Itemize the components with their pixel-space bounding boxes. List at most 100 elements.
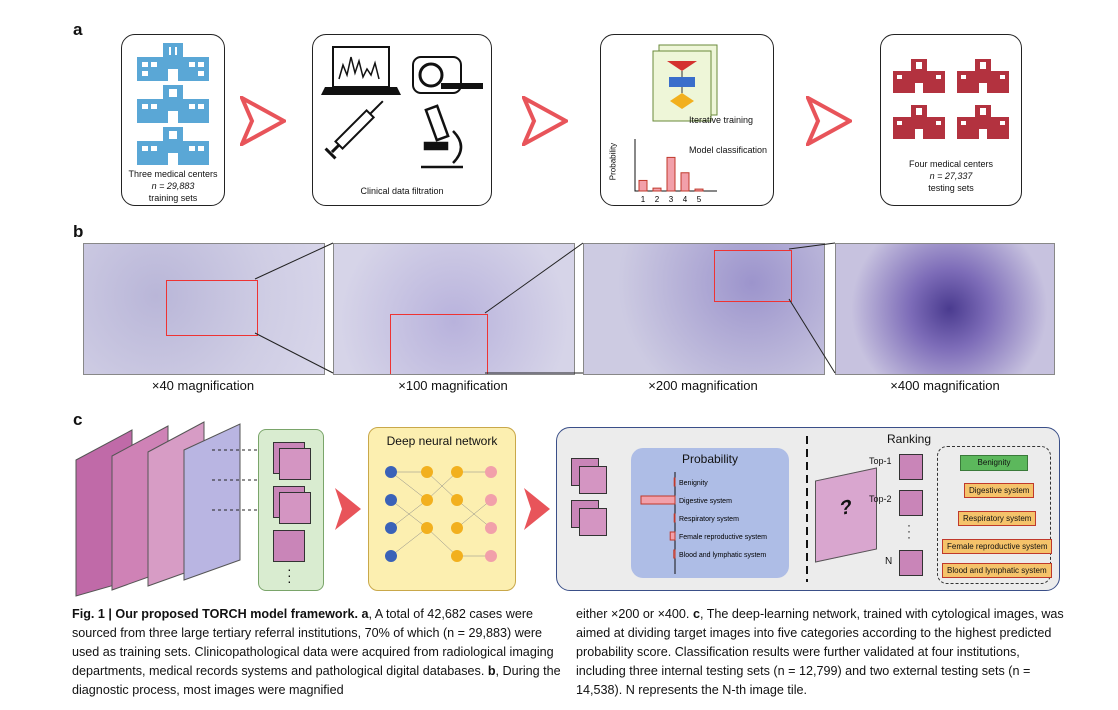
iterative-training-label: Iterative training	[689, 115, 754, 125]
mini-chart-bar	[652, 187, 662, 192]
query-slide: ?	[815, 467, 877, 563]
dnn-title: Deep neural network	[386, 434, 498, 448]
training-box: Iterative training Model classification …	[600, 34, 774, 206]
zoom-region-40x	[166, 280, 258, 336]
testing-sets-label: testing sets	[928, 183, 974, 193]
mag-40x-label: ×40 magnification	[151, 378, 255, 393]
panel-a-label: a	[73, 20, 83, 39]
top1-tile	[899, 454, 923, 480]
prob-chart-category-label: Blood and lymphatic system	[679, 552, 766, 559]
red-hospital-icons	[893, 59, 1009, 139]
rank-tag-female-reproductive: Female reproductive system	[942, 539, 1053, 554]
prob-chart-category-label: Benignity	[679, 480, 708, 487]
zoom-region-100x	[390, 314, 488, 374]
probability-title: Probability	[681, 452, 739, 466]
syringe-icon	[324, 100, 384, 160]
top2-tile	[899, 490, 923, 516]
ranking-ellipsis: ···	[907, 518, 911, 544]
zoom-region-200x	[714, 250, 792, 302]
flow-arrow-3	[806, 96, 852, 146]
panel-c-label: c	[73, 410, 83, 429]
mini-chart-tick-label: 3	[669, 195, 674, 204]
prob-chart-bar	[673, 477, 676, 487]
flow-arrow-1	[240, 96, 286, 146]
micrograph-100x	[333, 243, 575, 375]
clinical-data-caption: Clinical data filtration	[360, 186, 444, 196]
micrograph-400x	[835, 243, 1055, 375]
mini-chart-tick-label: 5	[697, 195, 702, 204]
caption-text-c: , The deep-learning network, trained wit…	[576, 607, 1064, 697]
testing-n: n = 27,337	[929, 171, 973, 181]
micrograph-200x	[583, 243, 825, 375]
prob-chart-bar	[640, 495, 676, 505]
tile-image	[279, 492, 311, 524]
training-centers-box: Three medical centers n = 29,883 trainin…	[121, 34, 225, 206]
caption-text-b-cont: either ×200 or ×400.	[576, 607, 693, 621]
more-tiles-ellipsis: ···	[287, 561, 292, 589]
laptop-icon	[321, 46, 401, 95]
mini-chart-tick-label: 4	[683, 195, 688, 204]
flow-arrow-c2	[524, 488, 550, 530]
category-ranking-box: Benignity Digestive system Respiratory s…	[937, 446, 1053, 584]
training-n: n = 29,883	[151, 181, 195, 191]
flow-arrow-c1	[335, 488, 361, 530]
topN-label: N	[885, 556, 893, 567]
training-centers-label: Three medical centers	[128, 169, 218, 179]
topN-tile	[899, 550, 923, 576]
rank-tag-blood-lymphatic: Blood and lymphatic system	[942, 563, 1052, 578]
tile-image	[579, 466, 607, 494]
prob-chart-bar	[669, 531, 676, 541]
caption-title: Fig. 1 | Our proposed TORCH model framew…	[72, 607, 369, 621]
model-classification-label: Model classification	[689, 145, 768, 155]
rank-tag-benignity: Benignity	[960, 455, 1028, 471]
slide-stack-illustration	[75, 421, 260, 597]
microscope-icon	[421, 104, 463, 169]
mini-chart-tick-label: 1	[641, 195, 646, 204]
caption-b-marker: b	[487, 664, 496, 678]
training-sets-label: training sets	[148, 193, 198, 203]
testing-centers-box: Four medical centers n = 27,337 testing …	[880, 34, 1022, 206]
prob-chart-category-label: Digestive system	[679, 498, 732, 505]
prob-chart-bar	[673, 549, 676, 559]
clinical-icons	[321, 46, 483, 169]
flow-arrow-2	[522, 96, 568, 146]
neural-network-diagram	[385, 466, 497, 562]
mag-200x-label: ×200 magnification	[648, 378, 758, 393]
prob-chart-category-label: Female reproductive system	[679, 534, 767, 541]
mri-scanner-icon	[412, 56, 483, 94]
clinical-data-box: Clinical data filtration	[312, 34, 492, 206]
tile-image	[279, 448, 311, 480]
dashed-divider	[806, 436, 808, 582]
tile-image	[273, 530, 305, 562]
caption-c-marker: c	[692, 607, 700, 621]
caption-text-b: , During the diagnostic process, most im…	[72, 664, 561, 697]
mini-chart-tick-label: 2	[655, 195, 660, 204]
testing-centers-label: Four medical centers	[908, 159, 994, 169]
mini-chart-bar	[680, 172, 690, 192]
ranking-title: Ranking	[887, 432, 932, 446]
tiles-panel: ···	[258, 429, 324, 591]
prob-chart-category-label: Respiratory system	[679, 516, 739, 523]
top1-label: Top-1	[869, 456, 892, 466]
blue-hospital-icons	[137, 43, 209, 165]
dnn-panel: Deep neural network	[368, 427, 516, 591]
mini-chart-bar	[638, 179, 648, 192]
caption-left: Fig. 1 | Our proposed TORCH model framew…	[72, 605, 562, 700]
zoom-connectors	[254, 242, 836, 374]
mini-chart-axes	[634, 139, 717, 192]
rank-tag-respiratory: Respiratory system	[958, 511, 1037, 526]
mini-chart-bar	[694, 188, 704, 192]
flowchart-icon	[652, 44, 718, 122]
mag-400x-label: ×400 magnification	[890, 378, 1000, 393]
rank-tag-digestive: Digestive system	[964, 483, 1035, 498]
prob-chart-bar	[673, 513, 676, 523]
tile-image	[579, 508, 607, 536]
caption-text-a: , A total of 42,682 cases were sourced f…	[72, 607, 554, 678]
top2-label: Top-2	[869, 494, 892, 504]
mini-chart-bar	[666, 156, 676, 192]
panel-b-label: b	[73, 222, 84, 241]
